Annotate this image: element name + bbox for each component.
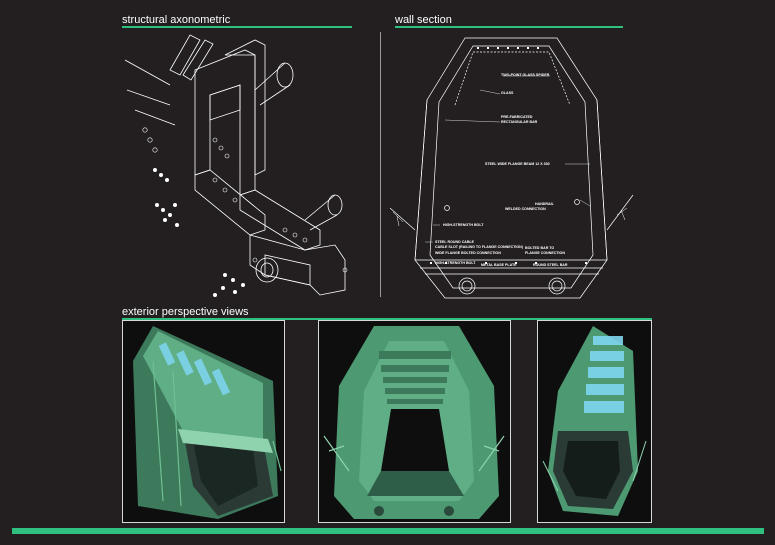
axo-frame-lower <box>249 234 346 296</box>
axonometric-heading: structural axonometric <box>122 14 231 26</box>
perspective-view-2 <box>318 320 511 523</box>
label-flange: WIDE FLANGE BOLTED CONNECTION <box>435 251 501 255</box>
label-hs-bolt: HIGH-STRENGTH BOLT <box>443 223 484 227</box>
axo-cylinder-bottom <box>255 257 279 283</box>
section-outer-profile <box>414 37 608 299</box>
label-hs-bolt-2: HIGH-STRENGTH BOLT <box>435 261 476 265</box>
section-inner-profile <box>429 45 594 289</box>
axo-bolts <box>153 168 245 297</box>
section-round-bar-right <box>548 277 566 295</box>
label-glass: GLASS <box>501 91 514 95</box>
label-spider: TWO-POINT GLASS SPIDER <box>501 73 550 77</box>
axo-frame-upright <box>194 49 256 196</box>
footer-bar <box>12 528 764 534</box>
label-slot: CABLE SLOT (RAILING TO FLANGE CONNECTION… <box>435 245 524 249</box>
perspective-view-1 <box>122 320 285 523</box>
label-bar-1: PRE-FABRICATED <box>501 115 533 119</box>
label-welded: WELDED CONNECTION <box>505 207 546 211</box>
wall-section-heading-rule <box>395 26 623 28</box>
wall-section-drawing: TWO-POINT GLASS SPIDER GLASS PRE-FABRICA… <box>385 30 650 305</box>
wall-section-heading: wall section <box>395 14 452 26</box>
axo-cylinder-top <box>276 62 294 88</box>
label-bolted-1: BOLTED BAR TO <box>525 246 554 250</box>
axo-plate-2 <box>182 39 214 81</box>
label-bar-2: RECTANGULAR BAR <box>501 120 538 124</box>
section-divider <box>380 32 381 297</box>
label-base-plate: METAL BASE PLATE <box>481 263 517 267</box>
label-cable: STEEL ROUND CABLE <box>435 240 475 244</box>
axo-plate-1 <box>169 34 201 76</box>
axo-frame-diagonal <box>194 169 266 236</box>
exterior-heading-rule <box>122 318 652 320</box>
label-beam: STEEL WIDE FLANGE BEAM 12 X 330 <box>485 162 550 166</box>
label-round-bar: ROUND STEEL BAR <box>533 263 568 267</box>
label-bolted-2: FLANGE CONNECTION <box>525 251 565 255</box>
axonometric-drawing <box>115 30 365 305</box>
axonometric-heading-rule <box>122 26 352 28</box>
section-round-bar-left <box>458 277 476 295</box>
label-handrail: HANDRAIL <box>535 202 555 206</box>
exterior-heading: exterior perspective views <box>122 306 249 318</box>
perspective-view-3 <box>537 320 652 523</box>
